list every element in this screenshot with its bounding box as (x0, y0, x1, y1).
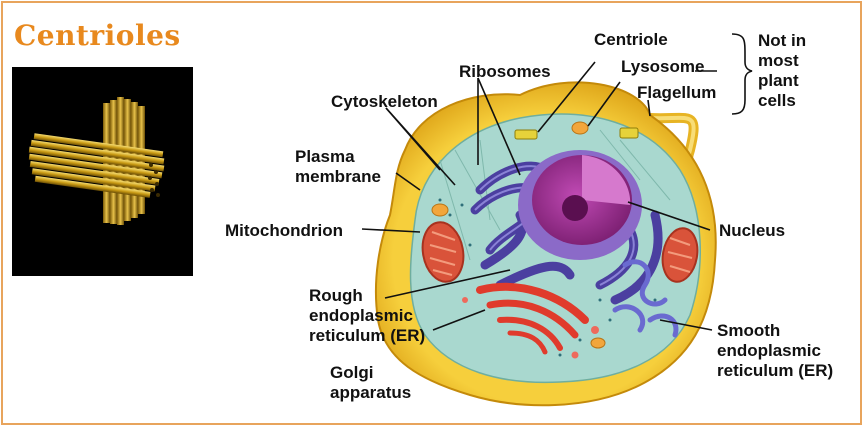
label-smooth-er: Smooth endoplasmic reticulum (ER) (717, 321, 834, 380)
golgi-shape (476, 282, 589, 355)
label-golgi: Golgi apparatus (330, 363, 412, 402)
centriole-in-cell-shape (514, 127, 639, 140)
lysosome-shape (571, 121, 589, 135)
label-nucleus: Nucleus (719, 221, 786, 240)
label-mitochondrion: Mitochondrion (225, 221, 344, 240)
label-lysosome: Lysosome (621, 57, 705, 76)
centriole-illustration (12, 67, 193, 276)
nucleolus-shape (562, 195, 588, 221)
frame-border (1, 1, 862, 425)
page-title: Centrioles (14, 19, 181, 52)
label-ribosomes: Ribosomes (459, 62, 551, 81)
animal-cell (374, 81, 717, 407)
label-plasma-membrane: Plasma membrane (295, 147, 381, 186)
centriole-horizontal-bundle (28, 133, 165, 198)
mitochondrion-right-shape (661, 227, 699, 283)
leader-lines (361, 61, 717, 331)
smooth-er-shape (612, 259, 679, 338)
label-rough-er: Rough endoplasmic reticulum (ER) (309, 286, 426, 345)
mitochondrion-shape (421, 221, 465, 283)
nucleus-shape (518, 150, 642, 260)
note-not-in-plant-cells: Not in most plant cells (758, 31, 807, 110)
label-cytoskeleton: Cytoskeleton (331, 92, 438, 111)
label-flagellum: Flagellum (637, 83, 717, 102)
cytoskeleton-fibers (439, 129, 671, 261)
plant-cells-bracket (731, 33, 753, 115)
label-centriole: Centriole (594, 30, 668, 49)
